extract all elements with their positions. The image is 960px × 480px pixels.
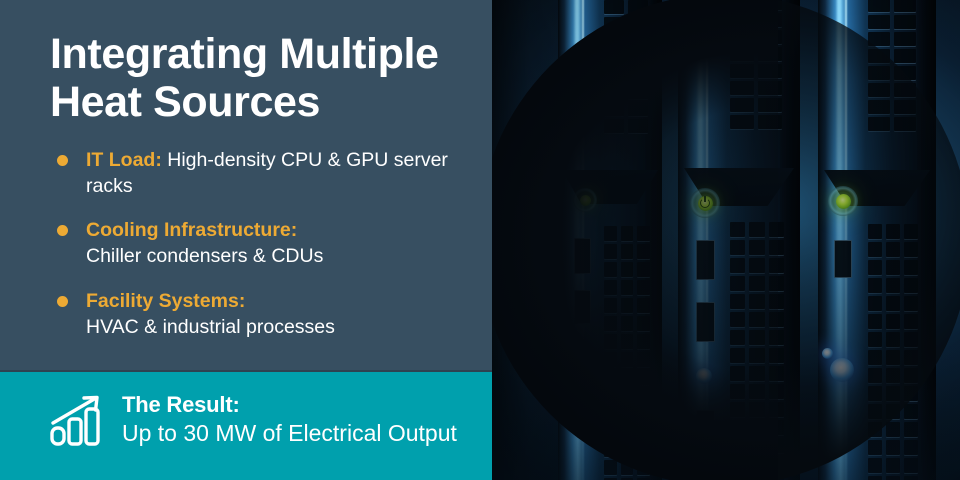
usb-port xyxy=(834,240,852,278)
power-led-indicator xyxy=(828,186,858,216)
list-item-text: Chiller condensers & CDUs xyxy=(86,245,324,268)
result-value: Up to 30 MW of Electrical Output xyxy=(122,419,457,446)
blue-status-light xyxy=(572,360,590,378)
server-blade-1 xyxy=(558,0,662,480)
result-banner: The Result: Up to 30 MW of Electrical Ou… xyxy=(50,392,457,448)
list-item-label: Cooling Infrastructure: xyxy=(86,219,298,242)
page-title: Integrating Multiple Heat Sources xyxy=(50,30,470,126)
list-item-text: HVAC & industrial processes xyxy=(86,315,335,338)
vent-grille xyxy=(868,224,918,480)
orange-dot-icon xyxy=(57,225,68,237)
vent-grille xyxy=(604,0,648,150)
page-title-line-1: Integrating Multiple xyxy=(50,30,439,78)
vent-grille xyxy=(868,0,916,146)
heat-source-list: IT Load: High-density CPU & GPU server r… xyxy=(50,148,460,340)
vent-grille xyxy=(730,0,782,144)
result-text-block: The Result: Up to 30 MW of Electrical Ou… xyxy=(122,392,457,448)
bar-chart-growth-icon xyxy=(50,395,100,446)
blue-status-light xyxy=(830,358,854,382)
usb-port xyxy=(696,240,715,280)
list-item: Facility Systems: HVAC & industrial proc… xyxy=(50,289,460,340)
list-item: Cooling Infrastructure: Chiller condense… xyxy=(50,218,460,269)
blue-status-light xyxy=(822,348,833,359)
usb-port xyxy=(574,290,591,324)
orange-dot-icon xyxy=(57,295,68,307)
orange-dot-icon xyxy=(57,155,68,166)
list-item-label: Facility Systems: xyxy=(86,289,246,312)
page-title-line-2: Heat Sources xyxy=(50,78,321,127)
usb-port xyxy=(574,238,591,274)
list-item-text: High-density CPU & GPU server racks xyxy=(86,149,448,197)
list-item: IT Load: High-density CPU & GPU server r… xyxy=(50,148,460,199)
server-blade-3 xyxy=(818,0,936,480)
vent-grille xyxy=(730,222,784,480)
server-racks-photo xyxy=(470,0,960,480)
usb-port xyxy=(696,302,715,342)
blue-status-light xyxy=(696,368,712,384)
usb-port xyxy=(696,410,715,450)
vent-grille xyxy=(604,226,650,480)
power-led-indicator xyxy=(690,188,720,218)
list-item-label: IT Load: xyxy=(86,149,162,171)
power-symbol-icon xyxy=(700,196,710,208)
content-panel xyxy=(0,0,492,372)
result-label: The Result: xyxy=(122,392,240,417)
power-led-indicator xyxy=(573,188,597,212)
server-blade-2 xyxy=(678,0,800,480)
panel-divider xyxy=(0,370,492,372)
